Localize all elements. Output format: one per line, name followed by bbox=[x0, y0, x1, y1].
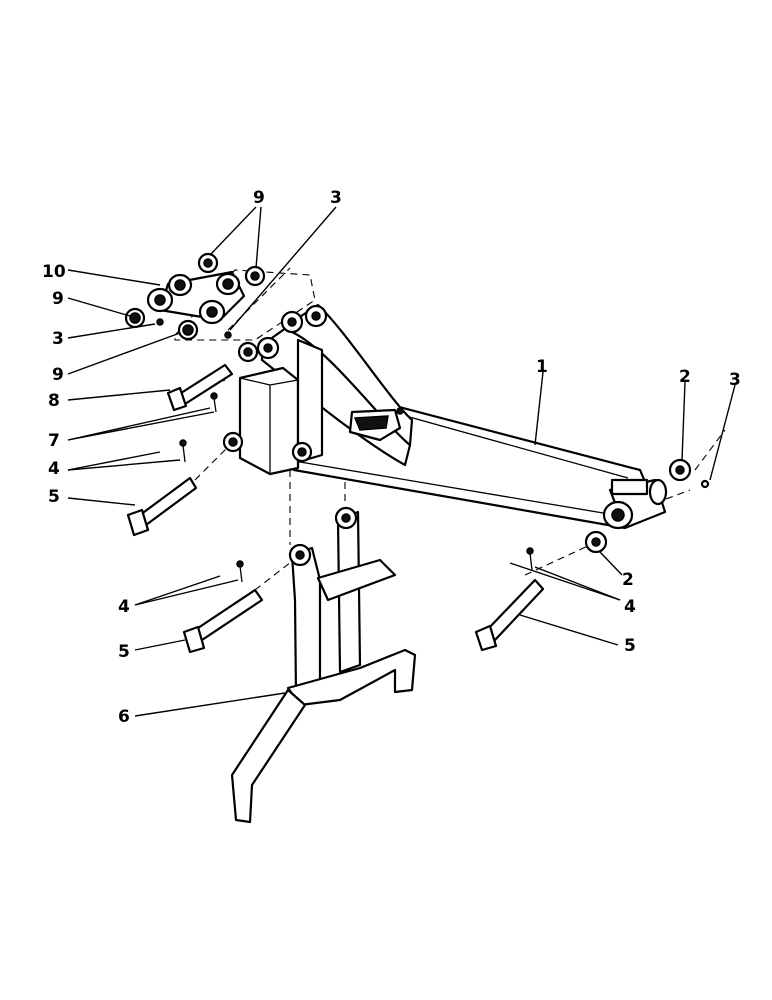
callout-1: 1 bbox=[536, 357, 548, 377]
callout-9-top: 9 bbox=[253, 188, 265, 208]
callout-4-right: 4 bbox=[624, 597, 636, 617]
callout-9-lower: 9 bbox=[52, 365, 64, 385]
callout-3-left: 3 bbox=[52, 329, 64, 349]
leader-lines bbox=[67, 206, 736, 717]
cotter-pins bbox=[179, 392, 534, 583]
callout-2-bottom: 2 bbox=[622, 570, 634, 590]
callout-3-right: 3 bbox=[729, 370, 741, 390]
callout-9-left: 9 bbox=[52, 289, 64, 309]
grease-fittings bbox=[156, 318, 710, 489]
bushings bbox=[124, 252, 692, 554]
callout-6: 6 bbox=[118, 707, 130, 727]
callout-labels: 1 2 2 3 3 3 4 4 4 5 5 5 6 7 8 9 9 9 10 bbox=[42, 188, 741, 727]
callout-4-lower: 4 bbox=[118, 597, 130, 617]
callout-5-lower: 5 bbox=[118, 642, 130, 662]
base-stand bbox=[230, 506, 417, 824]
pins bbox=[126, 363, 545, 654]
callout-4-upper: 4 bbox=[48, 459, 60, 479]
upper-link bbox=[146, 270, 246, 325]
callout-10: 10 bbox=[42, 262, 66, 282]
callout-8: 8 bbox=[48, 391, 60, 411]
callout-7: 7 bbox=[48, 431, 60, 451]
callout-5-upper: 5 bbox=[48, 487, 60, 507]
swing-frame-arm bbox=[222, 303, 668, 530]
callout-2-top: 2 bbox=[679, 367, 691, 387]
callout-5-right: 5 bbox=[624, 636, 636, 656]
callout-3-top: 3 bbox=[330, 188, 342, 208]
